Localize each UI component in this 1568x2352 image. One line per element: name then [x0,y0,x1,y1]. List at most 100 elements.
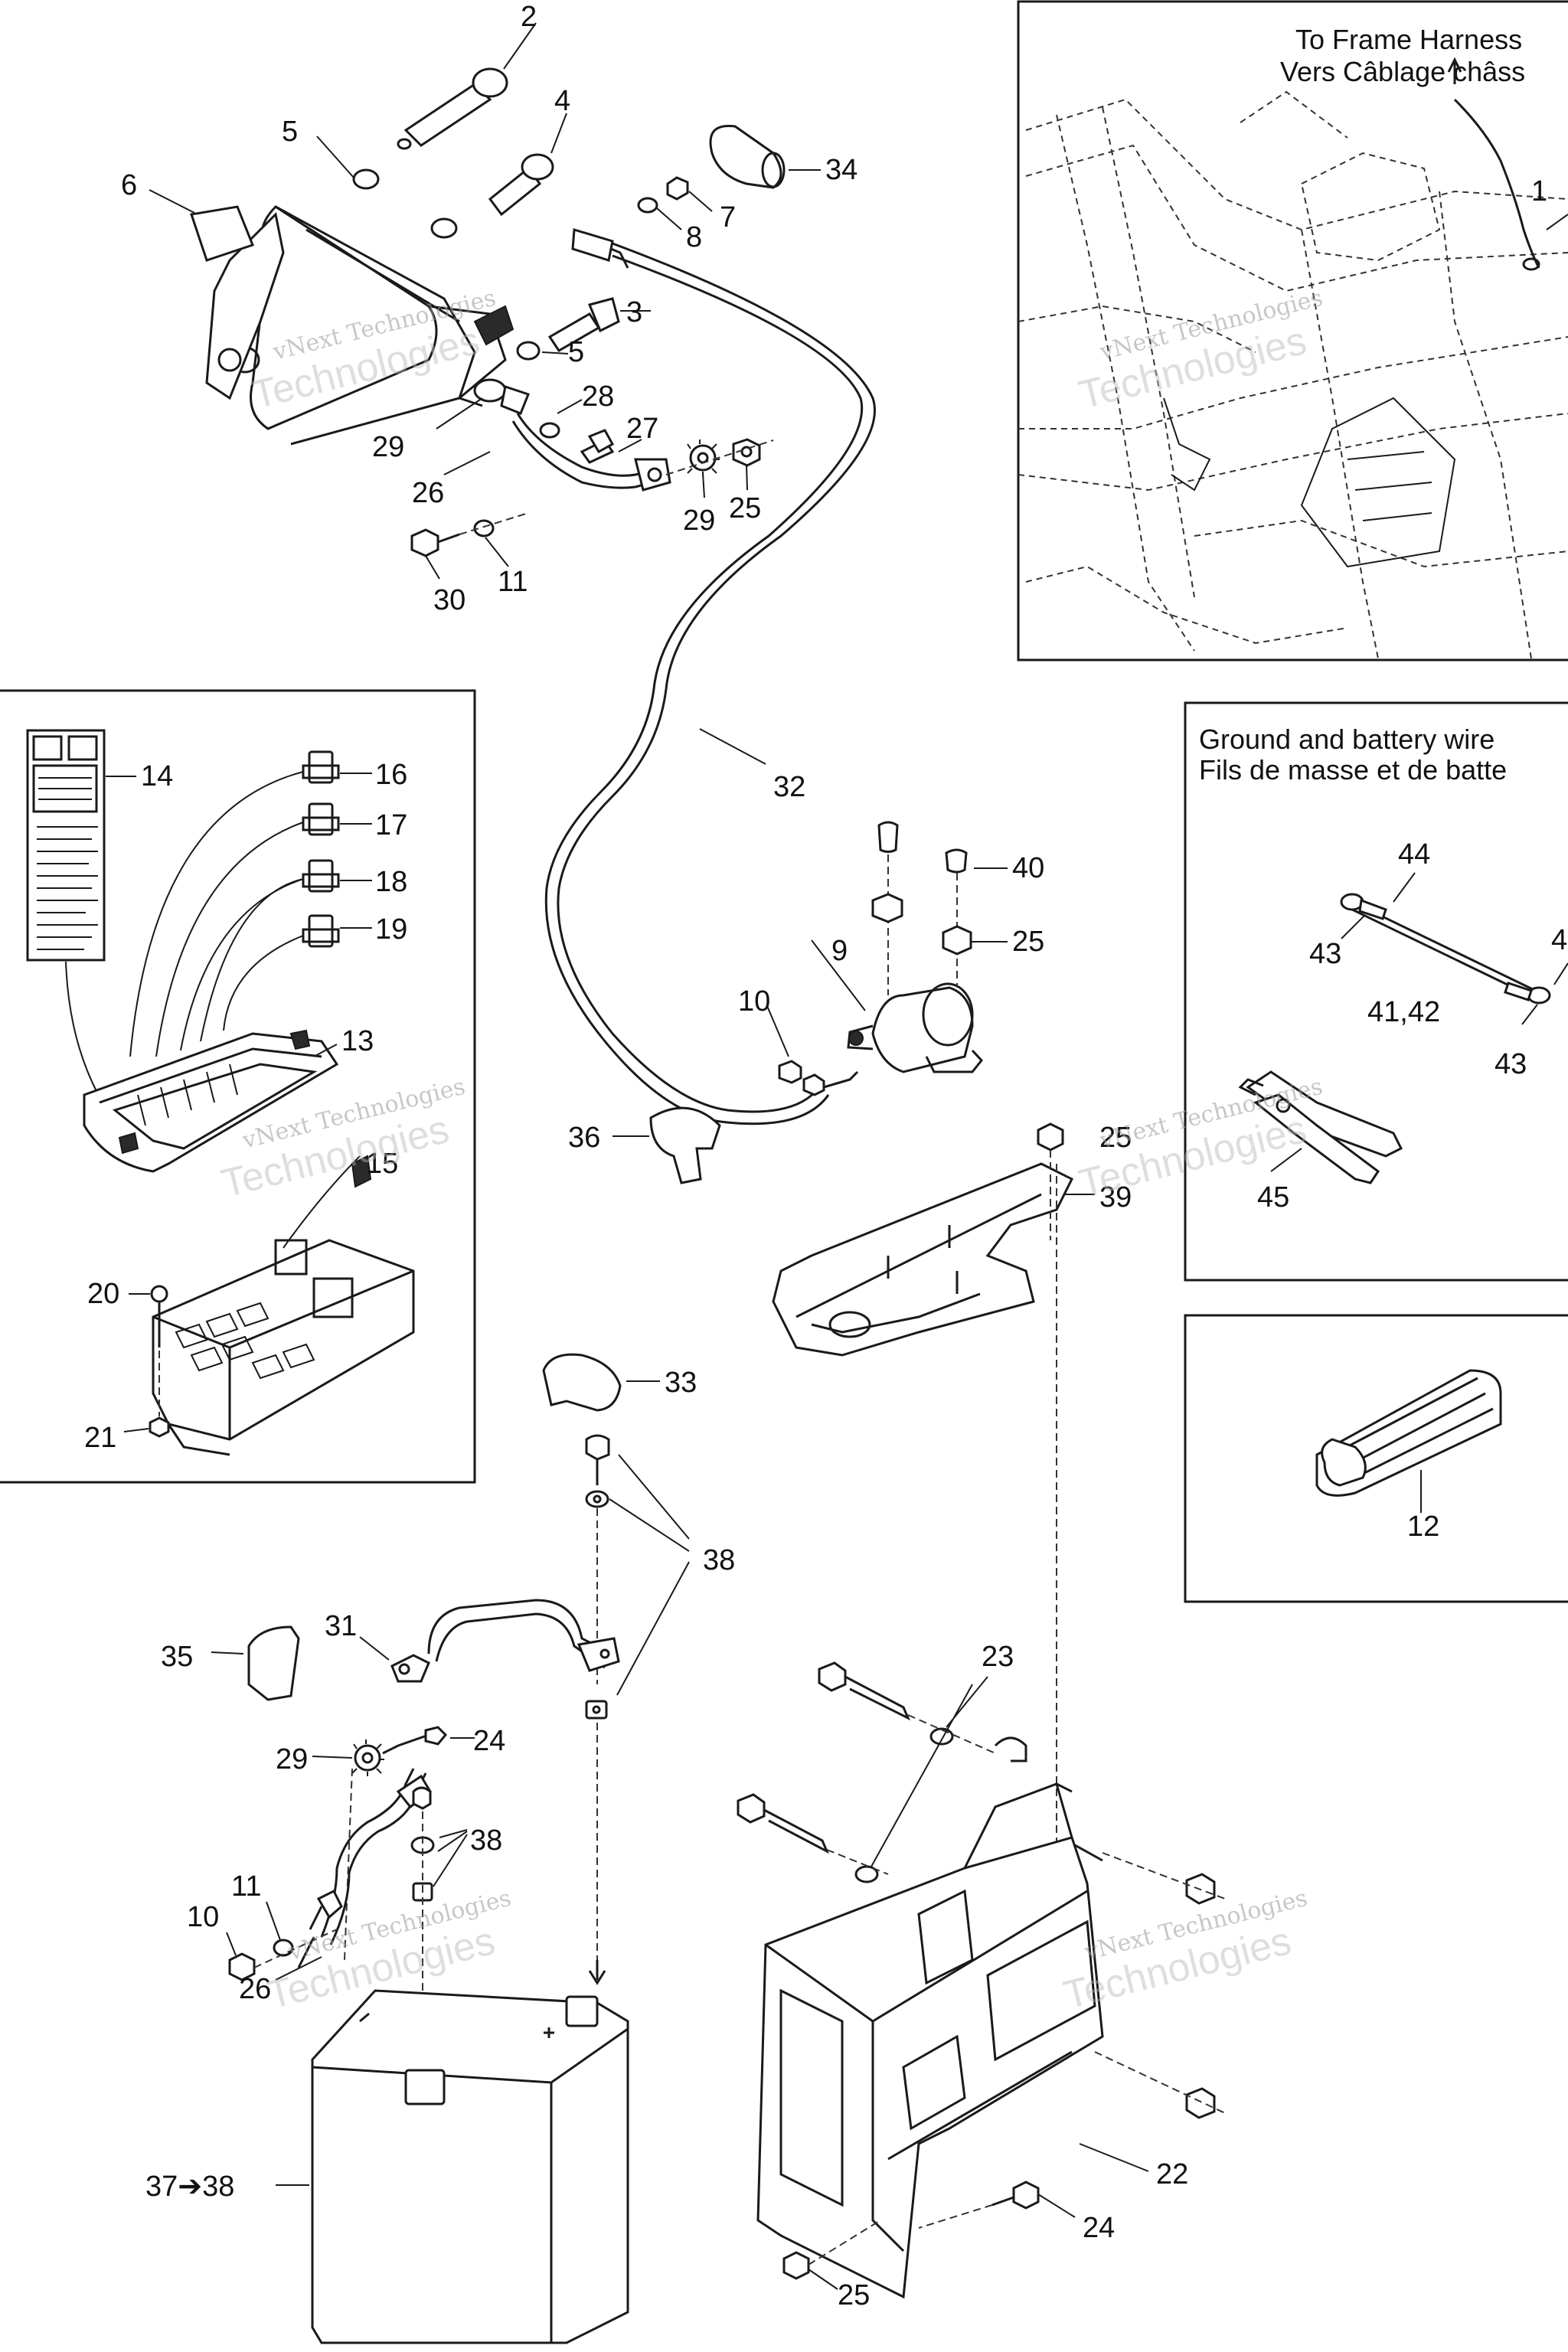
callout-26a: 26 [412,477,444,509]
callout-38b: 38 [470,1824,502,1857]
callout-23: 23 [982,1641,1014,1673]
callout-2: 2 [521,1,537,33]
leader-8 [656,207,682,230]
washer-5-a [352,168,380,190]
callout-4b: 4 [1551,924,1567,956]
clip-12 [1315,1369,1502,1513]
frame-sketch [1018,57,1568,659]
callout-10b: 10 [187,1901,219,1933]
callout-35: 35 [161,1641,193,1673]
cable-26-top [473,378,671,492]
leader-7 [688,191,713,212]
callout-28: 28 [582,381,614,413]
callout-29b: 29 [683,505,715,537]
callout-34: 34 [825,154,858,186]
callout-5a: 5 [282,116,298,148]
callout-25d: 25 [838,2279,870,2311]
nut-7 [666,176,689,201]
callout-25c: 25 [1099,1122,1132,1154]
callout-43a: 43 [1309,938,1341,970]
cable-32 [544,228,876,1125]
callout-22: 22 [1156,2158,1188,2190]
ground-wire-title-2: Fils de masse et de batte [1199,754,1507,786]
callout-18: 18 [375,866,407,898]
callout-4: 4 [554,85,570,117]
callout-21: 21 [84,1422,116,1454]
bolt-24-bottom [782,2180,1076,2290]
leader-5a [316,136,354,178]
callout-9: 9 [831,935,848,967]
boot-34 [709,124,821,189]
callout-3: 3 [626,296,642,328]
crimp-tool-45 [1238,1070,1403,1184]
leader-29a [436,397,483,430]
leader-28 [557,399,583,414]
frame-harness-title-2: Vers Câblage châss [1280,56,1525,87]
ground-wire-title-1: Ground and battery wire [1199,724,1494,755]
ground-wire-44 [1340,872,1568,1025]
callout-8: 8 [686,221,702,253]
callout-40: 40 [1012,852,1044,884]
callout-6: 6 [121,169,137,201]
callout-36: 36 [568,1122,600,1154]
callout-43b: 43 [1494,1048,1527,1080]
cap-36 [612,1106,721,1184]
callout-25a: 25 [729,492,761,524]
callout-17: 17 [375,809,407,841]
fuse-cover-13 [83,1029,339,1173]
clip-box [1184,1314,1568,1603]
battery-tray-22 [756,1736,1149,2299]
cable-31-stack [359,1434,690,1985]
axis-nut-1 [1102,1852,1226,1900]
battery-37 [276,1989,629,2344]
cable-26-lower [226,1726,475,1981]
callout-27: 27 [626,413,658,445]
callout-32: 32 [773,771,805,803]
callout-11b: 11 [231,1870,261,1903]
leader-27 [618,439,642,452]
callout-39: 39 [1099,1181,1132,1214]
callout-41-42: 41,42 [1367,996,1440,1028]
callout-29c: 29 [276,1743,308,1775]
solenoid-9 [766,821,1008,1096]
callout-26b: 26 [239,1973,271,2005]
axis-line-top [665,439,774,475]
fuse-box-inset [0,689,476,1484]
leader-29b [702,472,705,498]
callout-33: 33 [665,1367,697,1399]
bolt-2 [397,22,537,150]
leader-6 [149,189,195,214]
callout-44: 44 [1398,838,1430,871]
callout-labels: 2 5 4 34 6 7 8 3 5 28 29 27 26 29 25 11 … [84,1,1567,2311]
callout-5b: 5 [568,336,584,368]
callout-10a: 10 [738,985,770,1018]
lockwasher-29b [687,439,720,476]
washer-8 [637,197,658,214]
bracket-39 [772,1122,1095,1868]
nut-tray-2 [1185,2087,1216,2119]
leader-25a [746,465,748,491]
frame-harness-box [1017,0,1568,662]
callout-11a: 11 [498,566,528,598]
callout-24b: 24 [1083,2212,1115,2244]
bolt-3 [516,297,651,361]
callout-20: 20 [87,1278,119,1310]
callout-19: 19 [375,913,407,946]
callout-30: 30 [433,584,466,616]
ground-wire-box [1184,701,1568,1282]
callout-14: 14 [141,760,173,792]
callout-24a: 24 [473,1725,505,1757]
callout-25b: 25 [1012,926,1044,958]
callout-1: 1 [1531,175,1547,207]
callout-45: 45 [1257,1181,1289,1214]
callout-12: 12 [1407,1511,1439,1543]
stack-38-mid [410,1786,468,2108]
fuses-16-19 [129,750,372,1057]
callout-16: 16 [375,759,407,791]
cap-33 [542,1353,660,1412]
callout-13: 13 [341,1025,374,1057]
fuse-box-body [123,1155,415,1456]
callout-37: 37➔38 [145,2171,234,2203]
